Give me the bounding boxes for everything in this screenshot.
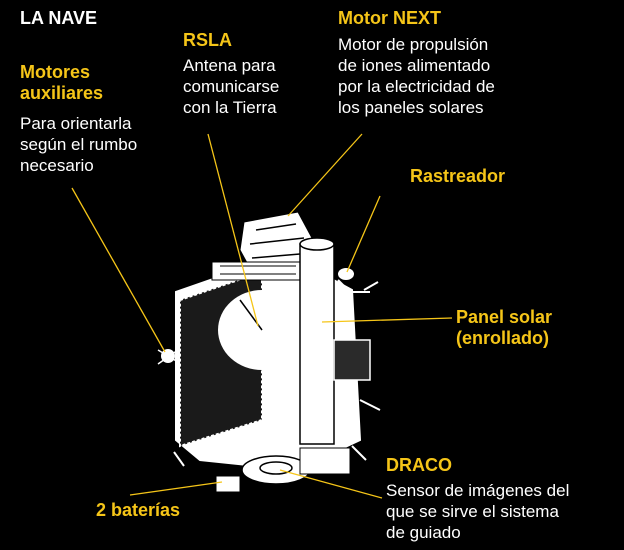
leader-next (287, 133, 363, 217)
leader-lines (71, 133, 453, 499)
label-draco-desc-3: de guiado (386, 523, 461, 542)
battery-pack (215, 475, 241, 493)
leader-draco (279, 469, 383, 499)
label-next-desc-3: por la electricidad de (338, 77, 495, 96)
solar-panel-roll (299, 243, 335, 445)
leader-rastreador (346, 195, 381, 273)
label-rsla-desc-1: Antena para (183, 56, 276, 75)
leader-rsla (207, 133, 259, 327)
spacecraft-illustration (157, 211, 381, 493)
label-next-desc-1: Motor de propulsión (338, 35, 489, 54)
leader-panel (321, 317, 453, 323)
page-title: LA NAVE (20, 8, 98, 28)
label-draco-desc-1: Sensor de imágenes del (386, 481, 570, 500)
tracker-sensor (338, 268, 354, 280)
label-next-desc-2: de iones alimentado (338, 56, 491, 75)
label-motores-heading-2: auxiliares (20, 83, 104, 103)
label-rsla-desc-3: con la Tierra (183, 98, 277, 117)
label-baterias-heading: 2 baterías (96, 500, 181, 520)
leader-motores (71, 187, 166, 353)
label-motores-desc-2: según el rumbo (20, 135, 138, 154)
label-rsla-desc-2: comunicarse (183, 77, 280, 96)
label-panel-heading-1: Panel solar (456, 307, 553, 327)
label-rastreador-heading: Rastreador (410, 166, 506, 186)
label-motores-desc-3: necesario (20, 156, 94, 175)
label-panel-heading-2: (enrollado) (456, 328, 549, 348)
label-rsla-heading: RSLA (183, 30, 232, 50)
label-motores-heading-1: Motores (20, 62, 91, 82)
leader-baterias (129, 481, 223, 496)
label-draco-heading: DRACO (386, 455, 452, 475)
label-motores-desc-1: Para orientarla (20, 114, 132, 133)
label-next-desc-4: los paneles solares (338, 98, 484, 117)
label-next-heading: Motor NEXT (338, 8, 441, 28)
label-draco-desc-2: que se sirve el sistema (386, 502, 559, 521)
